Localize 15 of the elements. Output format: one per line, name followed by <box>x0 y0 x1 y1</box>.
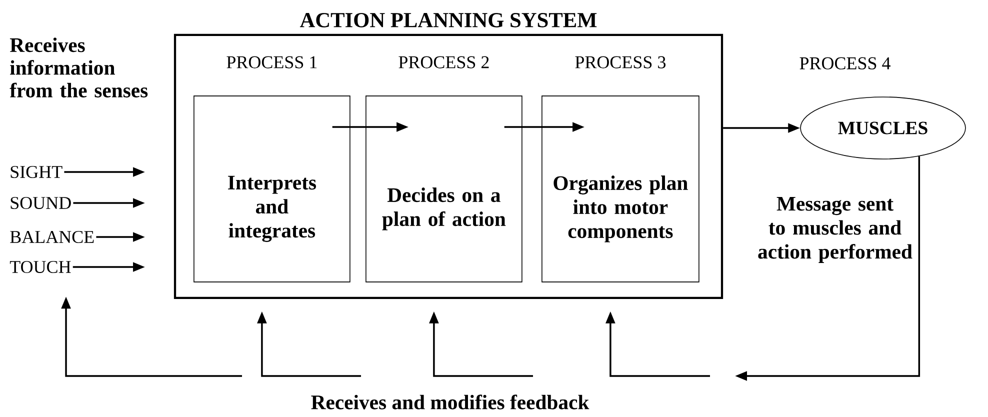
message-text: Message sent to muscles and action performed <box>758 197 912 263</box>
sense-label: BALANCE <box>10 230 94 244</box>
sense-label: SOUND <box>10 196 71 210</box>
feedback-caption: Receives and modifies feedback <box>311 394 590 410</box>
process-box: Organizes plan into motor components <box>542 96 700 282</box>
process-box: Interprets and integrates <box>194 96 350 282</box>
sense-label: SIGHT <box>10 166 62 178</box>
process-heading: PROCESS 4 <box>800 57 890 70</box>
process-heading: PROCESS 3 <box>575 56 666 68</box>
process-heading: PROCESS 1 <box>226 56 317 68</box>
senses-caption: Receives information from the senses <box>10 38 148 98</box>
process-box: Decides on a plan of action <box>366 96 522 282</box>
node-label: ACTION PLANNING SYSTEM <box>300 13 597 28</box>
process-heading: PROCESS 2 <box>398 56 489 68</box>
sense-label: TOUCH <box>10 260 71 274</box>
